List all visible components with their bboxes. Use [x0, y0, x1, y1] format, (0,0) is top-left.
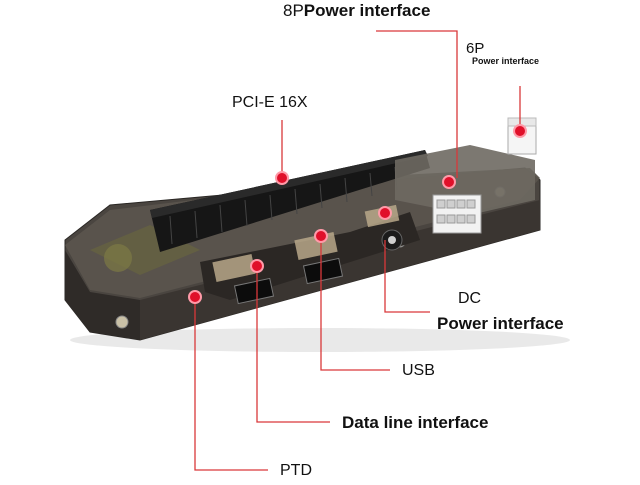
line-ptd	[194, 297, 268, 471]
marker-data-line	[250, 259, 264, 273]
label-6p-power: Power interface	[472, 56, 540, 66]
markers	[188, 124, 527, 304]
pcie-slot	[150, 150, 430, 252]
label-dc: DC	[458, 290, 482, 307]
label-8p-text: Power interface	[303, 1, 431, 20]
label-sticker-1	[212, 254, 256, 282]
label-6p: 6P	[466, 40, 485, 57]
pcie-slot-top	[150, 150, 428, 218]
label-usb: USB	[402, 362, 435, 379]
marker-8p	[442, 175, 456, 189]
marker-pcie	[275, 171, 289, 185]
line-dc	[384, 240, 430, 313]
marker-usb	[314, 229, 328, 243]
label-dc-power: Power interface	[437, 314, 564, 333]
marker-dc	[378, 206, 392, 220]
line-usb	[320, 236, 390, 371]
power-housing	[395, 145, 535, 215]
leader-lines	[194, 30, 521, 471]
line-8p	[376, 30, 458, 178]
marker-ptd	[188, 290, 202, 304]
line-data	[256, 266, 330, 423]
label-8p-power: 8PPower interface	[283, 1, 430, 21]
label-data-line: Data line interface	[342, 413, 489, 432]
eight-pin-holes	[436, 199, 476, 224]
label-8p-prefix: 8P	[283, 1, 304, 20]
pcie-slot-pins	[169, 166, 398, 245]
label-pcie: PCI-E 16X	[232, 94, 308, 111]
marker-6p	[513, 124, 527, 138]
label-ptd: PTD	[280, 462, 312, 479]
screw-left	[115, 315, 129, 329]
pcb-component	[104, 244, 132, 272]
ptd-port	[233, 277, 275, 305]
dc-jack-pin	[388, 236, 396, 244]
